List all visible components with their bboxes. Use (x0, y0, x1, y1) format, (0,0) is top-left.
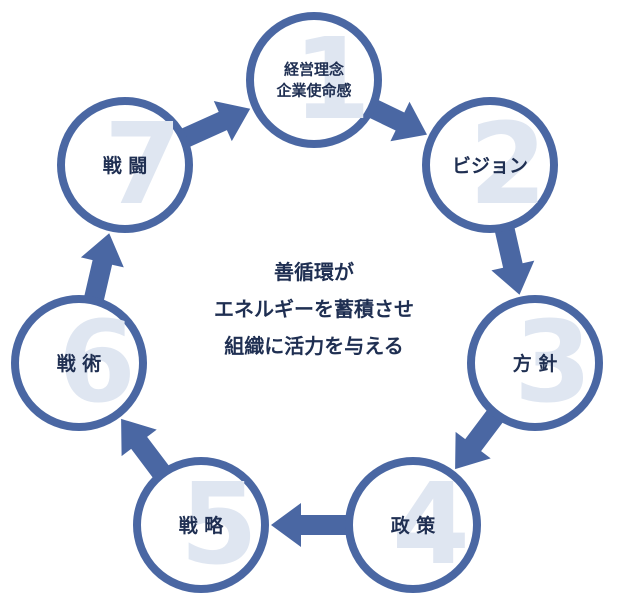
center-line: エネルギーを蓄積させ (214, 297, 414, 321)
node-number: 7 (104, 100, 182, 230)
arrow-7-to-1 (170, 101, 251, 152)
node-number: 5 (180, 460, 258, 590)
node-label: 方 針 (513, 352, 558, 375)
node-label: 企業使命感 (275, 82, 351, 100)
node-label: ビジョン (452, 155, 528, 177)
arrow-6-to-7 (80, 233, 124, 313)
node-circle (57, 97, 193, 233)
node-circle (345, 457, 481, 593)
center-line: 組織に活力を与える (224, 334, 403, 358)
node-circle (467, 295, 603, 431)
node-label: 政 策 (391, 514, 437, 537)
node-number: 6 (58, 298, 136, 428)
node-circle (133, 457, 269, 593)
node-policy: 3方 針 (467, 295, 603, 431)
node-number: 1 (293, 15, 371, 145)
arrow-2-to-3 (491, 215, 535, 295)
node-tactics: 6戦 術 (11, 295, 147, 431)
node-number: 3 (514, 298, 592, 428)
node-strategy: 5戦 略 (133, 457, 269, 593)
node-label: 戦 闘 (103, 154, 148, 177)
node-label: 経営理念 (284, 61, 344, 79)
node-circle (246, 12, 382, 148)
node-number: 2 (469, 100, 547, 230)
arrow-4-to-5 (271, 503, 359, 547)
node-circle (422, 97, 558, 233)
node-number: 4 (392, 460, 470, 590)
node-measures: 4政 策 (345, 457, 481, 593)
node-combat: 7戦 闘 (57, 97, 193, 233)
node-label: 戦 略 (179, 514, 225, 537)
node-circle (11, 295, 147, 431)
node-label: 戦 術 (57, 352, 102, 375)
center-line: 善循環が (274, 260, 354, 284)
